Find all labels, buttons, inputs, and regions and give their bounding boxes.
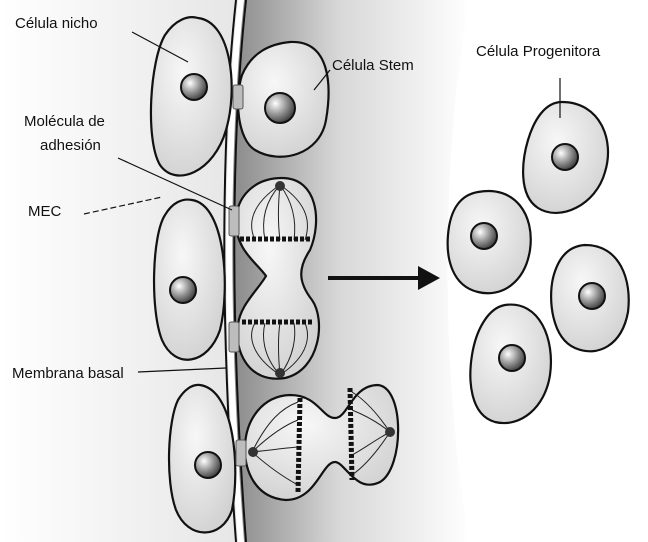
label-adhesion-molecule-line1: Molécula de [24, 113, 105, 130]
label-mec: MEC [28, 203, 62, 220]
niche-cell-3 [169, 385, 235, 533]
progenitor-cell-3 [551, 245, 629, 351]
progenitor-cell-4 [470, 305, 551, 423]
progenitor-cell-2 [448, 191, 531, 293]
niche-cell-2 [154, 200, 225, 360]
label-basal-membrane: Membrana basal [12, 365, 124, 382]
label-adhesion-molecule-line2: adhesión [40, 137, 101, 154]
label-stem-cell: Célula Stem [332, 57, 414, 74]
label-progenitor-cell: Célula Progenitora [476, 43, 601, 60]
label-niche-cell: Célula nicho [15, 15, 98, 32]
stem-cell [238, 42, 328, 157]
